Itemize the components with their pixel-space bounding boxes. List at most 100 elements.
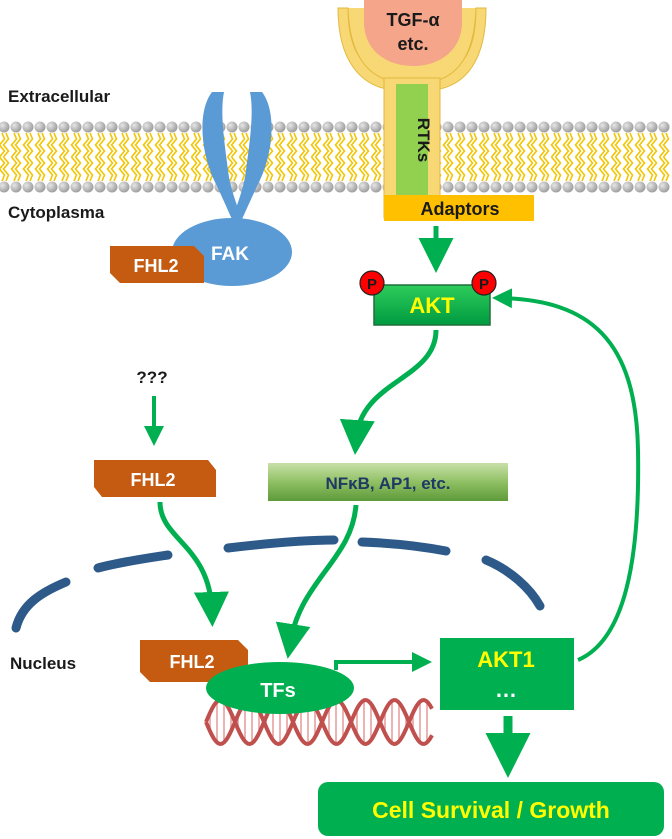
lipid-head xyxy=(22,181,34,193)
akt1-label: AKT1 xyxy=(477,647,534,672)
lipid-head xyxy=(574,181,586,193)
lipid-head xyxy=(634,181,646,193)
lipid-head xyxy=(586,121,598,133)
lipid-tail xyxy=(326,156,334,182)
lipid-tail xyxy=(130,156,138,182)
akt-label: AKT xyxy=(409,293,455,318)
lipid-head xyxy=(550,181,562,193)
nuclear-envelope xyxy=(11,535,545,633)
lipid-head xyxy=(298,181,310,193)
lipid-head xyxy=(502,121,514,133)
lipid-tail xyxy=(598,132,606,158)
lipid-tail xyxy=(82,132,90,158)
lipid-head xyxy=(490,181,502,193)
lipid-tail xyxy=(58,156,66,182)
lipid-tail xyxy=(170,132,178,158)
adaptors-box: Adaptors xyxy=(384,195,534,221)
lipid-tail xyxy=(158,132,166,158)
lipid-tail xyxy=(458,132,466,158)
lipid-head xyxy=(274,181,286,193)
lipid-tail xyxy=(590,132,598,158)
lipid-tail xyxy=(10,156,18,182)
lipid-tail xyxy=(142,156,150,182)
lipid-tail xyxy=(322,132,330,158)
lipid-tail xyxy=(10,132,18,158)
lipid-tail xyxy=(154,156,162,182)
lipid-tail xyxy=(506,132,514,158)
lipid-tail xyxy=(298,132,306,158)
lipid-head xyxy=(142,121,154,133)
lipid-tail xyxy=(346,132,354,158)
lipid-head xyxy=(586,181,598,193)
lipid-head xyxy=(358,181,370,193)
arrow-akt-to-nfkb xyxy=(339,329,439,455)
lipid-head xyxy=(622,121,634,133)
lipid-head xyxy=(154,121,166,133)
lipid-head xyxy=(70,121,82,133)
lipid-head xyxy=(346,181,358,193)
lipid-head xyxy=(190,181,202,193)
lipid-tail xyxy=(86,156,94,182)
lipid-tail xyxy=(466,132,474,158)
lipid-tail xyxy=(338,132,346,158)
rtk-stalk xyxy=(396,84,428,196)
lipid-head xyxy=(58,181,70,193)
phospho-left-label: P xyxy=(367,276,377,293)
lipid-tail xyxy=(662,132,670,158)
lipid-head xyxy=(538,181,550,193)
lipid-tail xyxy=(230,156,238,182)
lipid-tail xyxy=(562,132,570,158)
lipid-tail xyxy=(374,132,382,158)
lipid-tail xyxy=(226,132,234,158)
lipid-head xyxy=(226,121,238,133)
lipid-head xyxy=(646,121,658,133)
lipid-tail xyxy=(230,132,238,158)
phospho-right xyxy=(471,270,497,296)
phospho-left xyxy=(359,270,385,296)
lipid-tail xyxy=(70,132,78,158)
cell-membrane xyxy=(0,121,670,193)
lipid-tail xyxy=(350,132,358,158)
lipid-head xyxy=(658,181,670,193)
lipid-head xyxy=(178,121,190,133)
lipid-tail xyxy=(478,132,486,158)
ligand-line1: TGF-α xyxy=(386,10,439,30)
lipid-head xyxy=(274,121,286,133)
lipid-tail xyxy=(658,132,666,158)
lipid-tail xyxy=(94,156,102,182)
lipid-tail xyxy=(566,156,574,182)
lipid-head xyxy=(34,181,46,193)
akt-box: AKT P P xyxy=(359,270,497,326)
fhl2-cytoplasmic: FHL2 xyxy=(94,460,216,497)
lipid-tail xyxy=(658,156,666,182)
lipid-tail xyxy=(46,132,54,158)
lipid-tail xyxy=(166,156,174,182)
lipid-tail xyxy=(518,156,526,182)
lipid-head xyxy=(10,121,22,133)
lipid-tail xyxy=(626,156,634,182)
lipid-tail xyxy=(454,156,462,182)
arrow-nfkb-to-tfs xyxy=(275,504,359,659)
lipid-tail xyxy=(290,132,298,158)
lipid-tail xyxy=(34,156,42,182)
lipid-tail xyxy=(2,132,10,158)
lipid-tail xyxy=(62,132,70,158)
lipid-tail xyxy=(122,132,130,158)
lipid-head xyxy=(310,121,322,133)
lipid-tail xyxy=(458,156,466,182)
fhl2-cytoplasmic-label: FHL2 xyxy=(131,470,176,490)
lipid-tail xyxy=(58,132,66,158)
lipid-tail xyxy=(370,132,378,158)
lipid-tail xyxy=(286,156,294,182)
lipid-head xyxy=(106,181,118,193)
lipid-head xyxy=(82,181,94,193)
lipid-head xyxy=(490,121,502,133)
lipid-tail xyxy=(574,156,582,182)
lipid-tail xyxy=(478,156,486,182)
lipid-tail xyxy=(26,132,34,158)
lipid-tail xyxy=(146,156,154,182)
nucleus-label: Nucleus xyxy=(10,654,76,673)
lipid-tail xyxy=(622,156,630,182)
nfkb-box: NFκB, AP1, etc. xyxy=(268,463,508,501)
lipid-tail xyxy=(586,156,594,182)
